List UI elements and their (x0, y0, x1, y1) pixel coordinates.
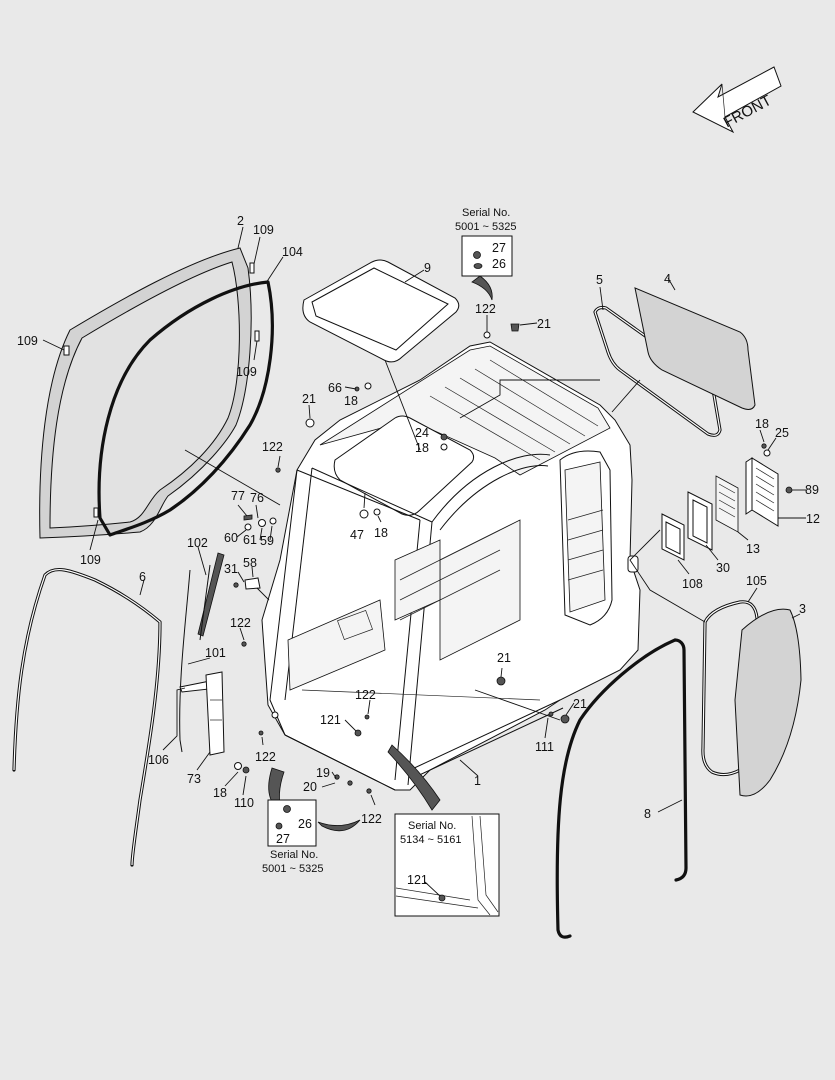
label-76: 76 (250, 491, 264, 505)
inset-bl-title: Serial No. (270, 849, 318, 861)
inset-bl-b: 26 (298, 817, 312, 831)
inset-bottom-right: Serial No. 5134 ~ 5161 121 (394, 813, 500, 917)
inset-top-range: 5001 ~ 5325 (455, 221, 516, 233)
inset-bottom-right-pointer (387, 744, 441, 811)
label-18c: 18 (755, 417, 769, 431)
label-109a: 109 (253, 223, 274, 237)
label-13: 13 (746, 542, 760, 556)
label-60: 60 (224, 531, 238, 545)
label-122b: 122 (262, 440, 283, 454)
label-122d: 122 (255, 750, 276, 764)
label-21a: 21 (537, 317, 551, 331)
label-102: 102 (187, 536, 208, 550)
label-18b: 18 (415, 441, 429, 455)
air-filter-parts (661, 457, 779, 561)
label-47: 47 (350, 528, 364, 542)
label-21c: 21 (497, 651, 511, 665)
label-20: 20 (303, 780, 317, 794)
label-89: 89 (805, 483, 819, 497)
label-109d: 109 (80, 553, 101, 567)
leader-lines (42, 226, 806, 813)
label-19: 19 (316, 766, 330, 780)
label-3: 3 (799, 602, 806, 616)
label-5: 5 (596, 273, 603, 287)
inset-top: Serial No. 5001 ~ 5325 27 26 (455, 207, 516, 277)
inset-bottom-left: 26 27 Serial No. 5001 ~ 5325 (262, 799, 323, 875)
label-4: 4 (664, 272, 671, 286)
label-108: 108 (682, 577, 703, 591)
label-105: 105 (746, 574, 767, 588)
right-side-glass (734, 608, 802, 797)
inset-bl-range: 5001 ~ 5325 (262, 863, 323, 875)
inset-br-range: 5134 ~ 5161 (400, 834, 461, 846)
roof-window-seal (302, 259, 460, 363)
front-left-seal (12, 567, 162, 867)
door-seal-8 (555, 638, 688, 939)
label-109c: 109 (236, 365, 257, 379)
label-73: 73 (187, 772, 201, 786)
label-122a: 122 (475, 302, 496, 316)
clip-109c (254, 330, 260, 342)
label-21d: 21 (573, 697, 587, 711)
label-6: 6 (139, 570, 146, 584)
label-106: 106 (148, 753, 169, 767)
label-18a: 18 (344, 394, 358, 408)
label-2: 2 (237, 214, 244, 228)
label-1: 1 (474, 774, 481, 788)
label-59: 59 (260, 534, 274, 548)
label-30: 30 (716, 561, 730, 575)
left-glass-seal (97, 280, 274, 537)
wiper-assembly (179, 552, 225, 756)
label-24: 24 (415, 426, 429, 440)
label-122c: 122 (230, 616, 251, 630)
cab-frame (261, 341, 641, 791)
inset-br-title: Serial No. (408, 820, 456, 832)
label-111: 111 (535, 740, 554, 754)
label-58: 58 (243, 556, 257, 570)
clip-109b (63, 345, 70, 356)
label-110: 110 (234, 796, 254, 810)
inset-top-a: 27 (492, 241, 506, 255)
clip-109a (249, 262, 255, 274)
label-109b: 109 (17, 334, 38, 348)
label-25: 25 (775, 426, 789, 440)
inset-top-pointer (471, 275, 493, 301)
clip-109d (93, 507, 99, 518)
label-18d: 18 (374, 526, 388, 540)
part-labels: 2 109 104 109 109 109 6 9 5 4 122 21 66 … (17, 214, 820, 826)
label-61: 61 (243, 533, 257, 547)
label-9: 9 (424, 261, 431, 275)
label-122e: 122 (355, 688, 376, 702)
rear-window-glass (634, 287, 756, 410)
label-122f: 122 (361, 812, 382, 826)
label-101: 101 (205, 646, 226, 660)
label-31: 31 (224, 562, 238, 576)
label-18e: 18 (213, 786, 227, 800)
label-121: 121 (320, 713, 341, 727)
inset-top-title: Serial No. (462, 207, 510, 219)
label-8: 8 (644, 807, 651, 821)
left-side-glass (39, 247, 252, 539)
inset-top-b: 26 (492, 257, 506, 271)
front-arrow: FRONT (692, 66, 782, 134)
inset-bl-a: 27 (276, 832, 290, 846)
label-66: 66 (328, 381, 342, 395)
inset-br-a: 121 (407, 873, 428, 887)
label-77: 77 (231, 489, 245, 503)
label-104: 104 (282, 245, 303, 259)
label-12: 12 (806, 512, 820, 526)
label-21b: 21 (302, 392, 316, 406)
